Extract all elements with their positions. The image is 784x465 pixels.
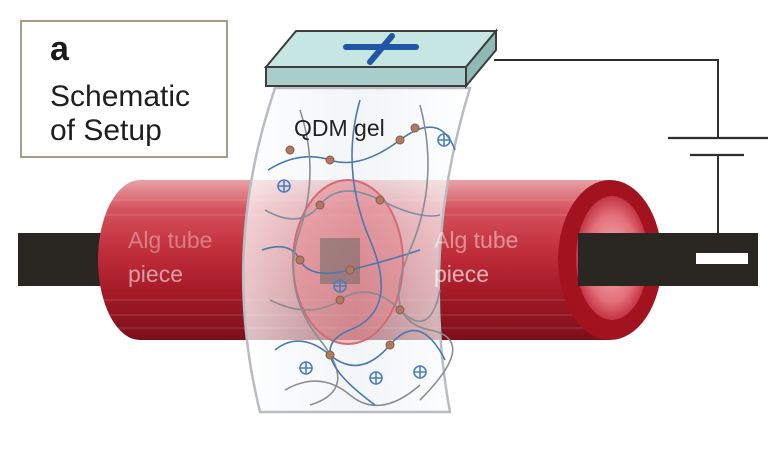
circuit-wire (494, 59, 719, 233)
gel-label: QDM gel (294, 115, 385, 141)
tube-left-label-line2: piece (128, 261, 183, 287)
qdm-gel-wrap (241, 86, 472, 414)
positive-electrode-plate (263, 28, 499, 89)
tube-left-label-line1: Alg tube (128, 227, 212, 253)
tube-right-label-line2: piece (434, 261, 489, 287)
panel-label-box: a Schematic of Setup (20, 20, 228, 158)
minus-sign-icon (696, 253, 748, 264)
tube-right-label-line1: Alg tube (434, 227, 518, 253)
panel-caption: Schematic of Setup (50, 80, 191, 147)
panel-letter: a (50, 30, 69, 68)
positive-charge-icons (277, 133, 451, 385)
battery-icon (668, 136, 768, 157)
plus-sign-icon (343, 33, 419, 65)
